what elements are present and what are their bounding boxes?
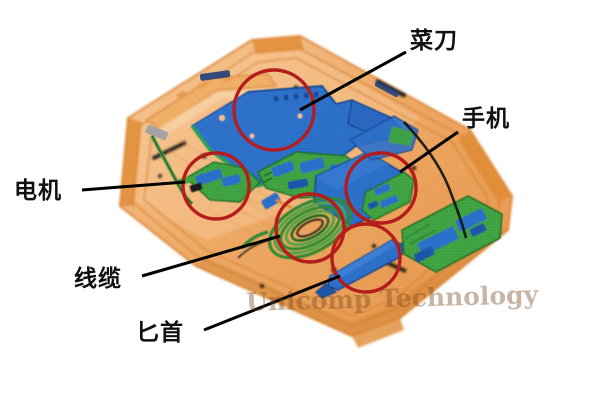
leader-line-bishou bbox=[203, 274, 341, 332]
highlight-circle-bishou bbox=[330, 222, 402, 294]
annotation-label-bishou: 匕首 bbox=[136, 320, 184, 346]
leader-line-xianlan bbox=[141, 234, 281, 278]
leader-line-dianji bbox=[81, 180, 186, 192]
object-small-strip bbox=[199, 70, 400, 98]
leader-line-caidao bbox=[299, 50, 407, 112]
case-corner-bumpers bbox=[120, 36, 512, 348]
annotation-overlay bbox=[81, 50, 459, 332]
object-coiled-cable bbox=[237, 192, 353, 260]
highlight-circle-caidao bbox=[232, 68, 316, 152]
annotation-label-xianlan: 线缆 bbox=[74, 266, 122, 292]
leader-line-shouji bbox=[399, 130, 459, 174]
highlight-circle-dianji bbox=[181, 151, 251, 221]
object-thin-rod bbox=[403, 121, 468, 239]
annotation-label-shouji: 手机 bbox=[462, 106, 510, 132]
object-mobile-phone bbox=[313, 115, 419, 227]
annotation-label-dianji: 电机 bbox=[14, 178, 62, 204]
highlight-circle-xianlan bbox=[274, 192, 346, 264]
annotation-label-caidao: 菜刀 bbox=[410, 28, 458, 54]
highlight-circle-shouji bbox=[344, 151, 418, 225]
